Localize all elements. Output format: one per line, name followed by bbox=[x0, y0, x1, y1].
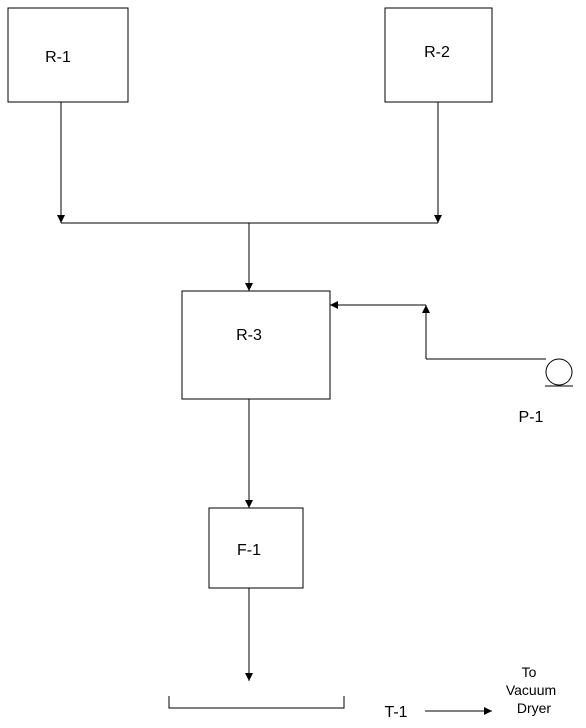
unit-f1-label: F-1 bbox=[237, 542, 261, 559]
unit-r3-label: R-3 bbox=[236, 327, 262, 344]
unit-t1-tray bbox=[168, 696, 345, 709]
unit-r3: R-3 bbox=[181, 290, 331, 400]
unit-t1-label: T-1 bbox=[384, 704, 407, 721]
unit-r1-box bbox=[7, 7, 129, 103]
unit-r2-label: R-2 bbox=[424, 44, 450, 61]
unit-r2: R-2 bbox=[384, 7, 493, 103]
destination-line1: To bbox=[522, 664, 537, 680]
destination-line3: Dryer bbox=[517, 700, 552, 716]
pump-p1-label: P-1 bbox=[519, 409, 544, 426]
unit-r1: R-1 bbox=[7, 7, 129, 103]
destination-line2: Vacuum bbox=[506, 682, 556, 698]
destination-vacuum-dryer: To Vacuum Dryer bbox=[506, 664, 556, 716]
unit-f1: F-1 bbox=[208, 507, 304, 589]
unit-r3-box bbox=[181, 290, 331, 400]
pump-p1-symbol bbox=[545, 358, 573, 386]
unit-r1-label: R-1 bbox=[45, 49, 71, 66]
unit-t1: T-1 bbox=[168, 696, 408, 721]
unit-f1-box bbox=[208, 507, 304, 589]
pump-p1: P-1 bbox=[519, 358, 573, 426]
unit-r2-box bbox=[384, 7, 493, 103]
